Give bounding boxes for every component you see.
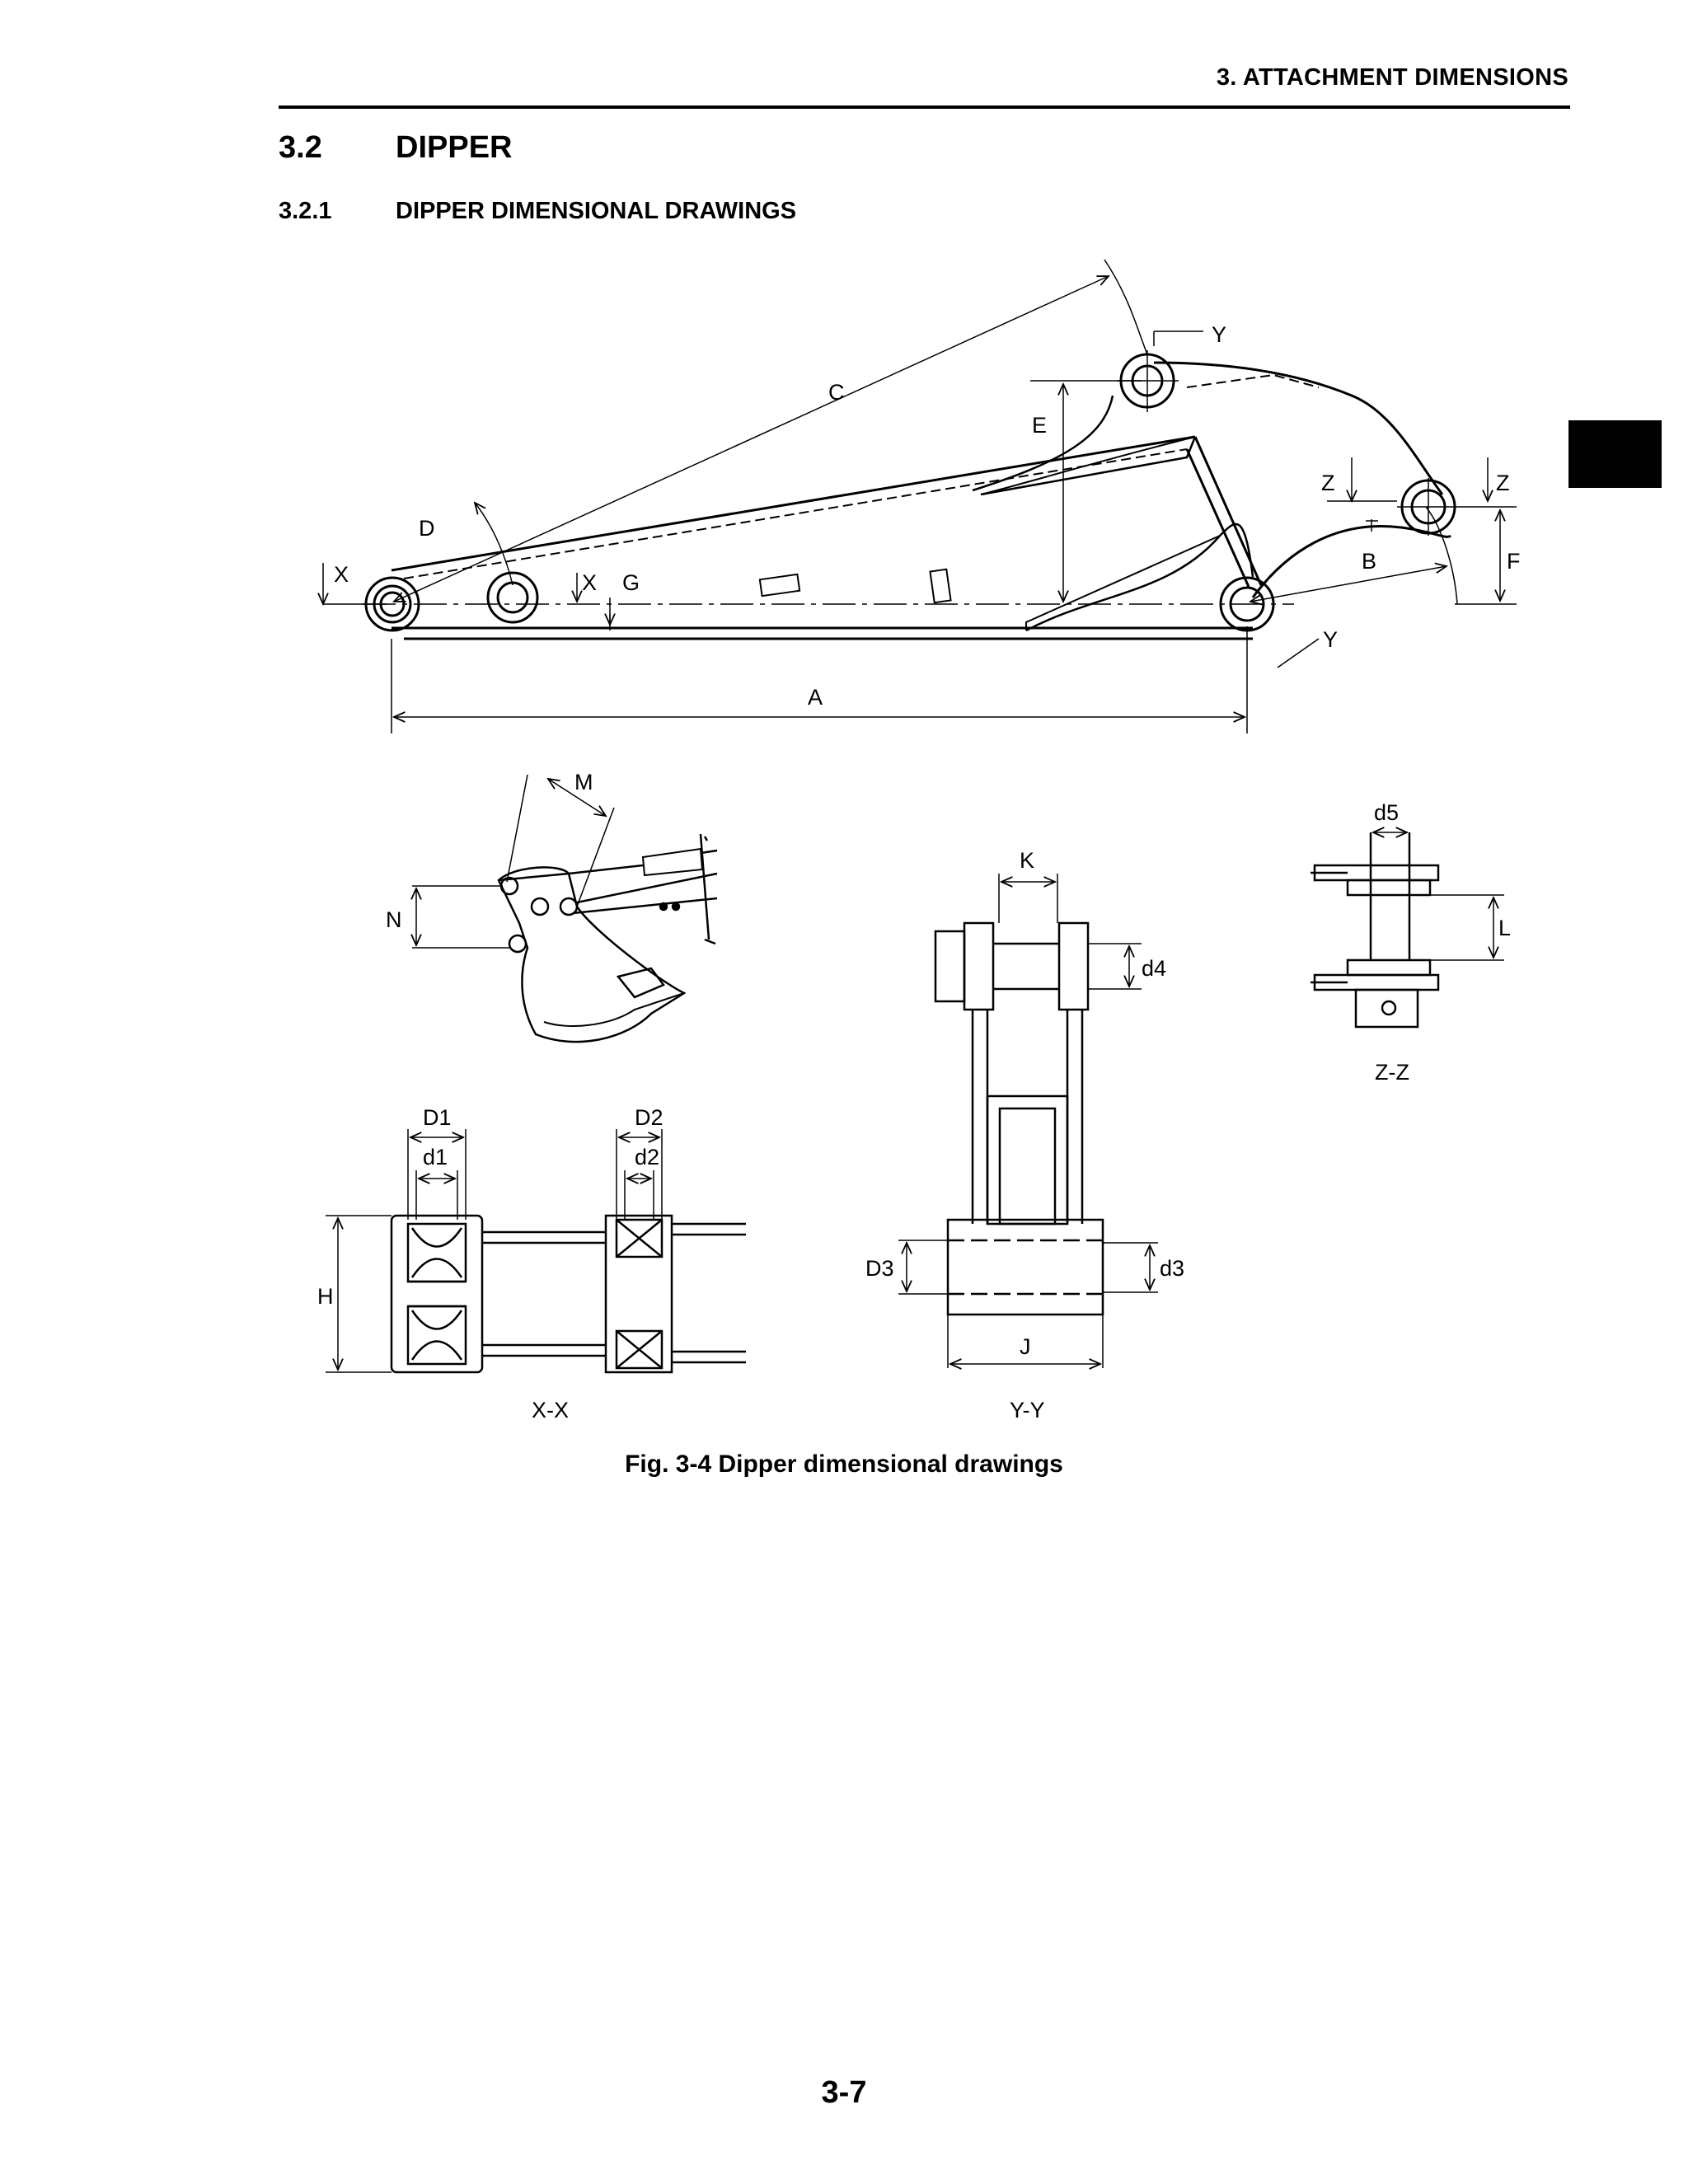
- section-x-x: [390, 1214, 746, 1374]
- dim-label-J: J: [1020, 1334, 1031, 1359]
- dim-label-Z-right: Z: [1496, 471, 1510, 495]
- dim-label-D1: D1: [423, 1105, 452, 1130]
- dim-label-D3: D3: [865, 1256, 894, 1281]
- dim-label-G: G: [622, 570, 640, 595]
- view-label-y-y: Y-Y: [1010, 1398, 1045, 1422]
- x-x-dimension-lines: [326, 1129, 663, 1373]
- dipper-side-view: [363, 350, 1459, 640]
- z-z-dimension-lines: [1373, 832, 1504, 961]
- figure-caption: Fig. 3-4 Dipper dimensional drawings: [625, 1451, 1063, 1478]
- chapter-header: 3. ATTACHMENT DIMENSIONS: [1216, 64, 1568, 91]
- dim-label-Y-bottom: Y: [1323, 627, 1338, 652]
- chapter-tab-marker: [1568, 420, 1662, 488]
- dim-label-d1: d1: [423, 1145, 448, 1169]
- view-label-x-x: X-X: [532, 1398, 569, 1422]
- section-z-z: [1311, 832, 1440, 1029]
- dim-label-Y-top: Y: [1212, 322, 1226, 347]
- dim-label-H: H: [317, 1284, 334, 1309]
- dim-label-d4: d4: [1142, 956, 1166, 981]
- main-dimension-lines: [323, 259, 1517, 733]
- page-number: 3-7: [821, 2075, 867, 2110]
- dim-label-D: D: [419, 516, 435, 541]
- dim-label-D2: D2: [635, 1105, 663, 1130]
- dim-label-M: M: [574, 770, 593, 794]
- dim-label-d3: d3: [1160, 1256, 1184, 1281]
- dim-label-X-mid: X: [582, 570, 597, 595]
- dim-label-N: N: [386, 907, 402, 932]
- dim-label-d2: d2: [635, 1145, 659, 1169]
- section-number: 3.2: [279, 130, 322, 165]
- dim-label-A: A: [808, 685, 823, 710]
- subsection-title: DIPPER DIMENSIONAL DRAWINGS: [396, 198, 797, 224]
- bucket-linkage-detail: [412, 774, 718, 1043]
- dim-label-Z-left: Z: [1321, 471, 1335, 495]
- y-y-dimension-lines: [898, 874, 1158, 1368]
- section-y-y: [934, 921, 1104, 1316]
- subsection-number: 3.2.1: [279, 198, 332, 224]
- view-label-z-z: Z-Z: [1375, 1060, 1409, 1085]
- dim-label-B: B: [1362, 549, 1376, 574]
- header-rule: [279, 105, 1570, 109]
- dim-label-X-left: X: [334, 562, 349, 587]
- dim-label-C: C: [828, 380, 845, 405]
- dim-label-d5: d5: [1374, 800, 1399, 825]
- section-title: DIPPER: [396, 130, 513, 165]
- dim-label-L: L: [1498, 916, 1511, 940]
- dim-label-F: F: [1507, 549, 1521, 574]
- dim-label-E: E: [1032, 413, 1047, 438]
- dim-label-K: K: [1020, 848, 1034, 873]
